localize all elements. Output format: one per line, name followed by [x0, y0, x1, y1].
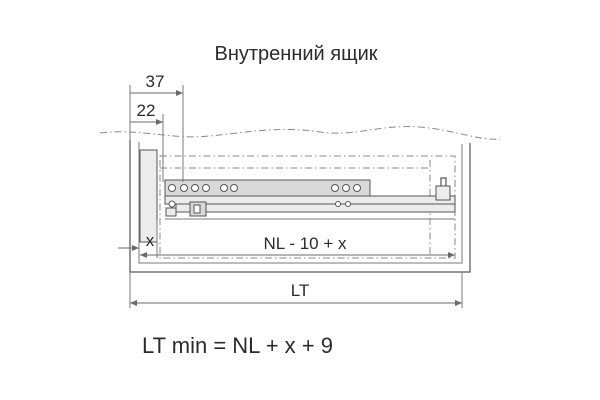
dim-x-label: x [146, 231, 155, 250]
dim-22-label: 22 [137, 101, 156, 120]
front-clip [165, 207, 177, 217]
cabinet-outline [129, 140, 471, 273]
break-line [99, 126, 501, 140]
diagram-title: Внутренний ящик [215, 43, 378, 65]
locking-device-button [193, 204, 201, 214]
dim-lt-label: LT [291, 281, 310, 300]
rear-hook [440, 177, 447, 186]
dim-nl-label: NL - 10 + x [264, 234, 347, 253]
drawer-box-outline [159, 155, 456, 259]
rear-bracket [435, 185, 451, 201]
drawer-front [139, 149, 158, 243]
dim-37-label: 37 [146, 72, 165, 91]
runner-holes [168, 184, 361, 208]
cabinet-inner [138, 142, 463, 264]
runner-middle-rail [164, 195, 456, 205]
runner-bottom-rail [175, 203, 456, 213]
formula-text: LT min = NL + x + 9 [142, 333, 333, 358]
